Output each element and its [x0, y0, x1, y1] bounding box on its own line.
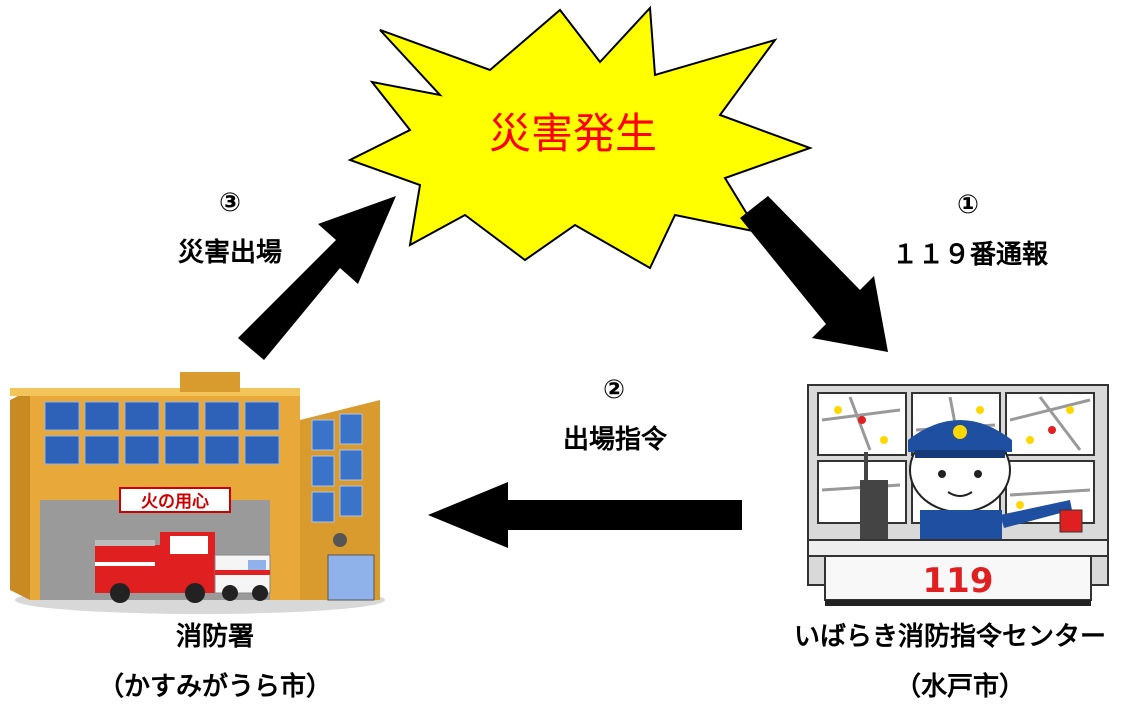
step-2-number: ②: [602, 375, 625, 405]
disaster-burst: 災害発生: [347, 5, 813, 270]
fire-station-sign: 火の用心: [141, 492, 209, 512]
arrow-report: [740, 196, 888, 352]
step-1-number: ①: [956, 190, 979, 220]
disaster-label: 災害発生: [489, 109, 657, 158]
fire-station-city: （かすみがうら市）: [97, 672, 332, 702]
fire-station-name: 消防署: [175, 622, 254, 652]
fire-station-illustration: 火の用心: [10, 372, 385, 614]
step-2-label: 出場指令: [562, 425, 667, 455]
arrow-command: [428, 482, 742, 548]
dispatch-center-city: （水戸市）: [894, 672, 1025, 702]
dispatch-desk-number: 119: [923, 561, 994, 601]
step-1-label: １１９番通報: [891, 240, 1048, 270]
dispatch-center-illustration: 119: [807, 384, 1109, 606]
arrow-dispatch: [238, 196, 396, 360]
dispatch-center-name: いばらき消防指令センター: [793, 622, 1106, 652]
burst-shape: [347, 5, 813, 270]
step-3-number: ③: [218, 188, 241, 218]
step-3-label: 災害出場: [177, 238, 282, 268]
